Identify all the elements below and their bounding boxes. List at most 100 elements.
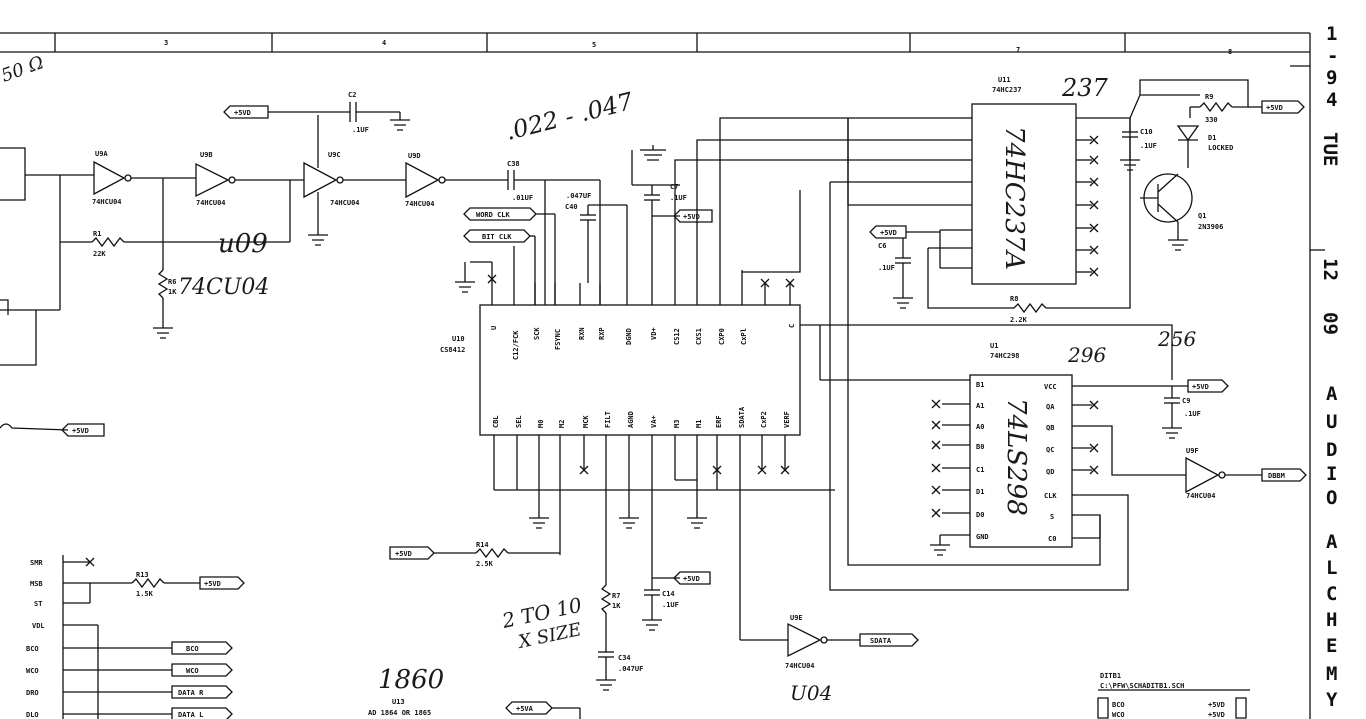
ref-u10: U10 — [452, 335, 465, 343]
net-label: DATA L — [178, 711, 203, 719]
val-d1: LOCKED — [1208, 144, 1233, 152]
net-flag-5vd-c6 — [869, 225, 907, 239]
net-label: WCO — [186, 667, 199, 675]
val-r6: 1K — [168, 288, 177, 296]
title-char: A — [1326, 383, 1338, 405]
ic-u1 — [969, 374, 1073, 548]
ref-q1: Q1 — [1198, 212, 1206, 220]
val-r7: 1K — [612, 602, 621, 610]
ref-u9d: U9D — [408, 152, 421, 160]
u13-pin: SMR — [30, 559, 43, 567]
part-u9a: 74HCU04 — [92, 198, 122, 206]
handwritten-note: 256 — [1157, 327, 1196, 351]
val-q1: 2N3906 — [1198, 223, 1223, 231]
handwritten-note: .022 - .047 — [503, 87, 637, 146]
u10-pin-bottom: CBL — [492, 415, 500, 428]
handwritten-note: 74HC237A — [999, 126, 1029, 270]
ref-c2: C2 — [348, 91, 356, 99]
ref-r9: R9 — [1205, 93, 1213, 101]
ref-r6: R6 — [168, 278, 176, 286]
u1-pin-right: QC — [1046, 446, 1054, 454]
net-flag-dbbm — [1261, 468, 1307, 482]
net-label: SDATA — [870, 637, 892, 645]
ref-c14: C14 — [662, 590, 675, 598]
u1-pin-right: QA — [1046, 403, 1055, 411]
ref-c38: C38 — [507, 160, 520, 168]
u10-pin-bottom: M1 — [695, 420, 703, 428]
u1-pin-left: B0 — [976, 443, 984, 451]
title-char: 1 — [1326, 23, 1337, 45]
u1-right-pins — [1072, 385, 1188, 539]
u10-pin-bottom: AGND — [627, 411, 635, 428]
oscillator-section — [0, 102, 601, 366]
ref-r1: R1 — [93, 230, 101, 238]
val-r1: 22K — [93, 250, 106, 258]
handwritten-note: 1860 — [378, 665, 444, 695]
ref-r7: R7 — [612, 592, 620, 600]
title-char: M — [1326, 663, 1337, 685]
ditb1-block — [1097, 689, 1250, 719]
u1-pin-left: C1 — [976, 466, 984, 474]
handwritten-note: 50 Ω — [0, 52, 47, 87]
u10-pin-top: CS12 — [673, 328, 681, 345]
u1-pin-left: D0 — [976, 511, 984, 519]
u13-pin: DRO — [26, 689, 39, 697]
val-c38: .01UF — [512, 194, 533, 202]
val-r8: 2.2K — [1010, 316, 1028, 324]
zone-label: 3 — [164, 39, 168, 47]
u1-pin-right: C0 — [1048, 535, 1056, 543]
ref-r8: R8 — [1010, 295, 1018, 303]
val-r9: 330 — [1205, 116, 1218, 124]
ref-c7: C7 — [670, 183, 678, 191]
net-label: BCO — [186, 645, 199, 653]
title-char: - — [1327, 45, 1338, 67]
u13-pins — [63, 557, 200, 719]
u10-pin-top: CXP0 — [718, 328, 726, 345]
u13-pin: ST — [34, 600, 42, 608]
val-c14: .1UF — [662, 601, 679, 609]
net-flag-wco — [171, 663, 233, 677]
net-label: +5VD — [204, 580, 221, 588]
zone-label: 8 — [1228, 48, 1232, 56]
val-c34: .047UF — [618, 665, 643, 673]
resistor-r14 — [475, 547, 509, 559]
ref-u13: U13 — [392, 698, 405, 706]
u13-pin: VDL — [32, 622, 45, 630]
part-u9e: 74HCU04 — [785, 662, 815, 670]
u1-pin-right: S — [1050, 513, 1054, 521]
title-char: 9 — [1326, 67, 1337, 89]
u10-pin-bottom: SDATA — [738, 406, 746, 428]
ic-u11 — [971, 103, 1077, 285]
net-flag-datal — [171, 707, 233, 719]
ref-u9f: U9F — [1186, 447, 1199, 455]
resistor-r9 — [1199, 101, 1233, 113]
handwritten-note: 74CU04 — [178, 275, 269, 300]
net-label: +5VD — [395, 550, 412, 558]
ref-c9: C9 — [1182, 397, 1190, 405]
part-u11: 74HC237 — [992, 86, 1022, 94]
net-flag-5vd-r9 — [1261, 100, 1305, 114]
u10-pin-bottom: ERF — [715, 415, 723, 428]
u1-pin-right: QB — [1046, 424, 1054, 432]
val-r13: 1.5K — [136, 590, 154, 598]
u10-pin-bottom: M3 — [673, 420, 681, 428]
u10-pin-top: SCK — [533, 327, 541, 340]
u10-pin-top: VD+ — [650, 327, 658, 340]
u10-pin-top: C — [788, 324, 796, 328]
title-char: H — [1326, 609, 1337, 631]
ref-u1: U1 — [990, 342, 998, 350]
handwritten-note: 74LS298 — [1001, 398, 1031, 516]
u13-pin: WCO — [26, 667, 39, 675]
net-flag-5vd-top — [223, 105, 269, 119]
val-c40: .047UF — [566, 192, 591, 200]
title-char: O — [1326, 487, 1337, 509]
net-flag-5vd-r14 — [389, 546, 435, 560]
resistor-r13 — [131, 577, 165, 589]
u1-pin-left: D1 — [976, 488, 984, 496]
net-flag-5vd-r13 — [199, 576, 245, 590]
u10-pin-top: RXN — [578, 327, 586, 340]
ref-u9c: U9C — [328, 151, 341, 159]
resistor-r7 — [600, 584, 612, 614]
net-label: +5VD — [683, 213, 700, 221]
